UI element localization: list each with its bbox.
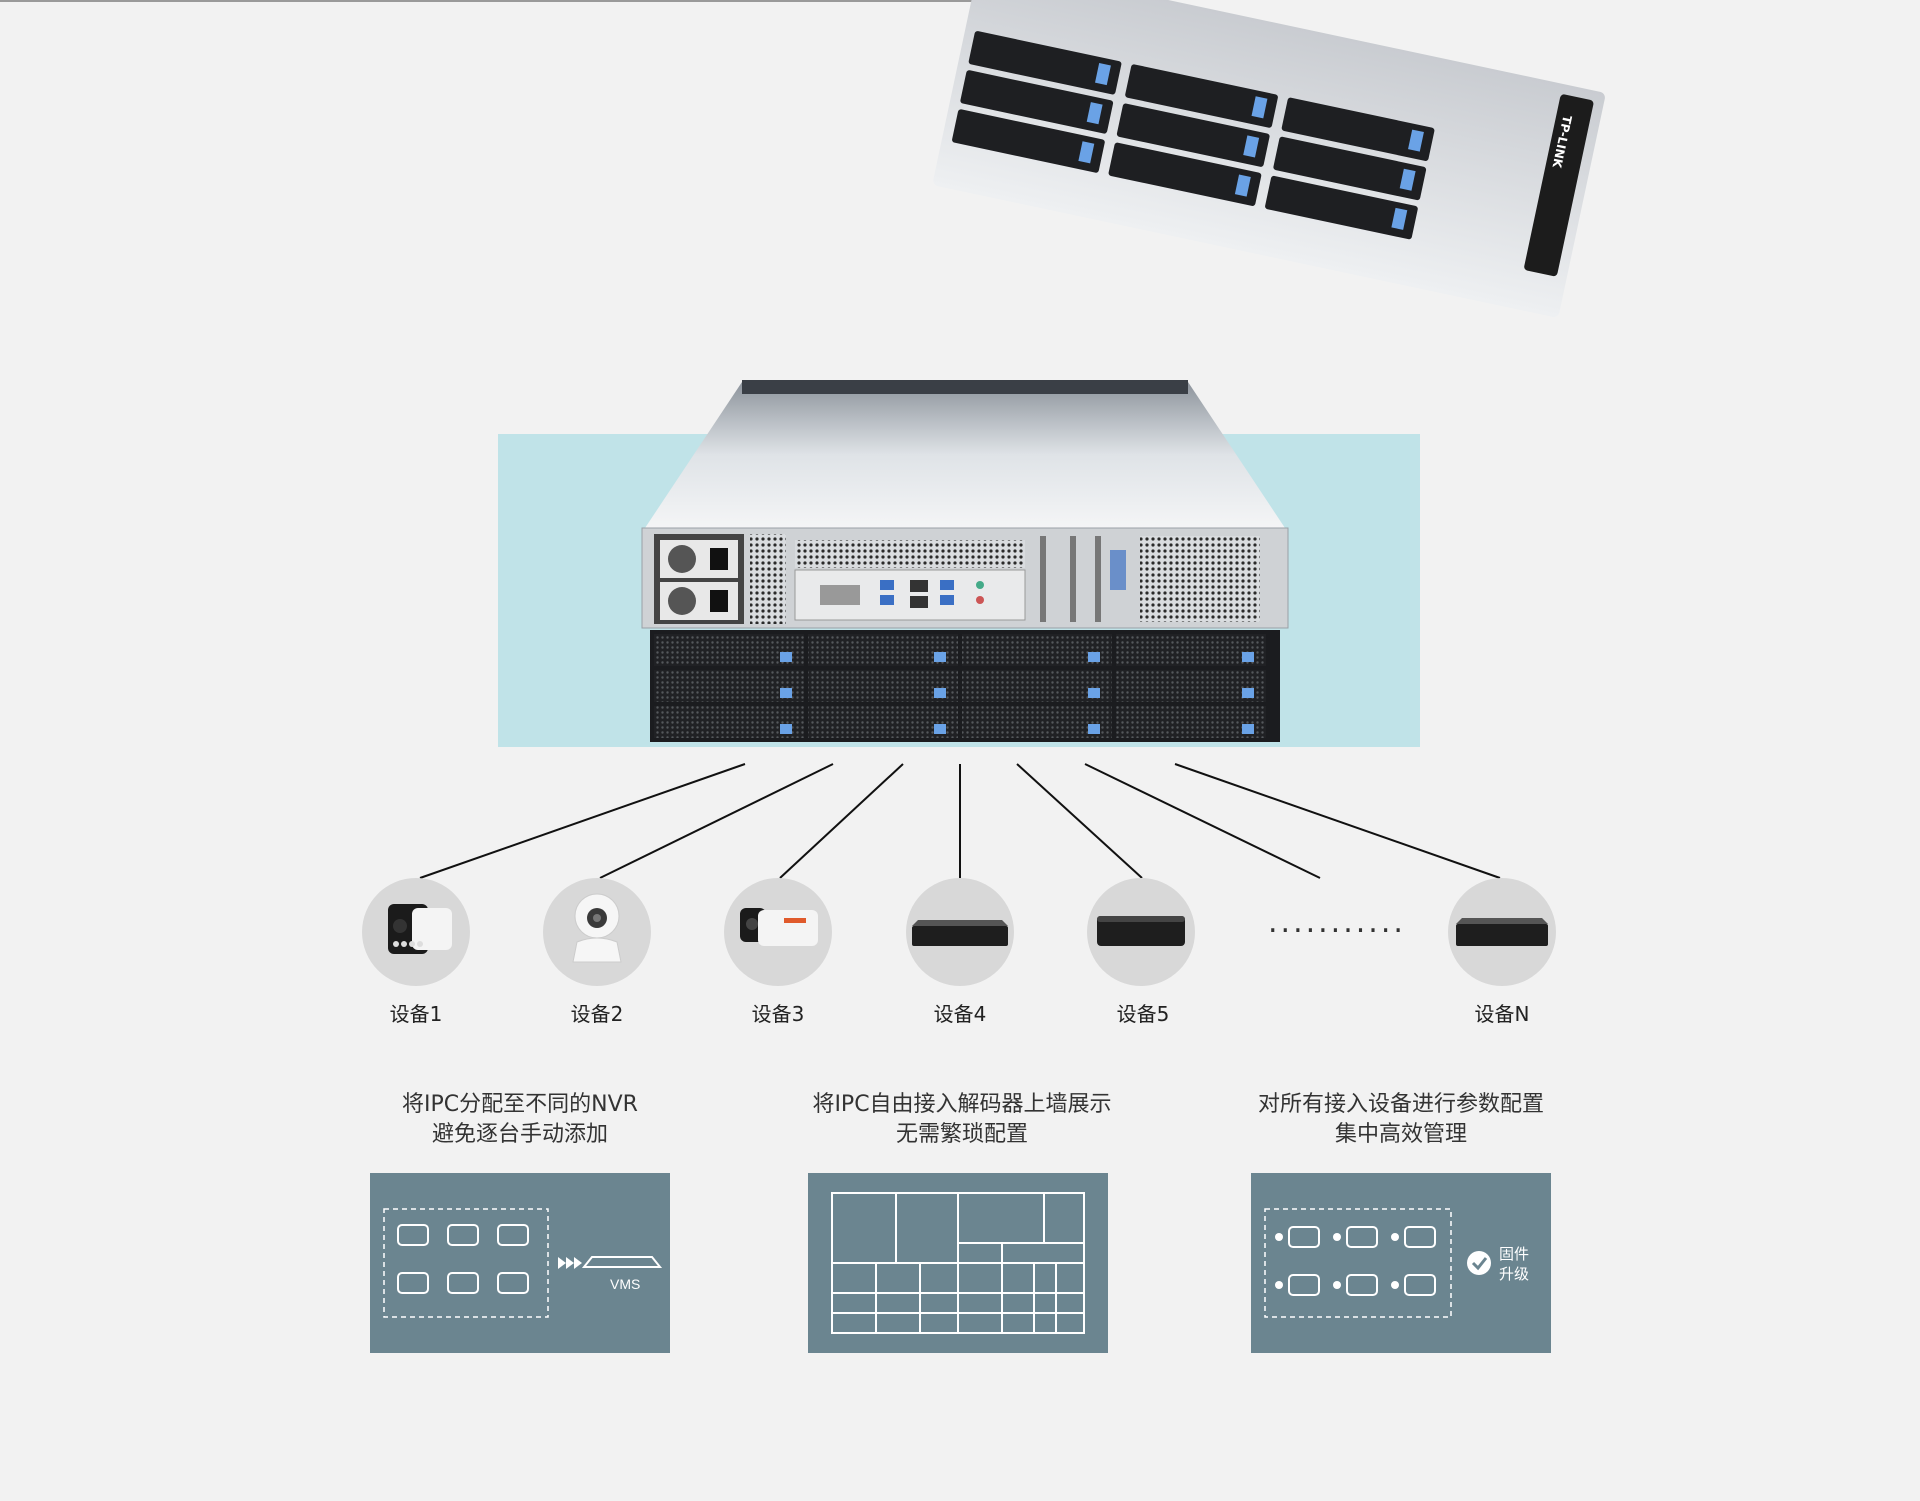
firmware-label: 固件 [1499, 1245, 1529, 1263]
vms-label: VMS [610, 1276, 640, 1292]
feature-1-description: 将IPC分配至不同的NVR 避免逐台手动添加 [310, 1090, 730, 1150]
device-label: 设备2 [570, 1002, 624, 1026]
device-5[interactable] [1087, 878, 1195, 986]
device-2[interactable] [543, 878, 651, 986]
feature-1-line1: 将IPC分配至不同的NVR [402, 1092, 638, 1117]
brand-logo: TP-LINK [1549, 114, 1575, 170]
device-label: 设备5 [1116, 1002, 1170, 1026]
feature-2-card [808, 1173, 1108, 1353]
bullet-camera-icon [388, 904, 452, 954]
device-label: 设备4 [933, 1002, 987, 1026]
feature-3-card: 固件 升级 [1251, 1173, 1551, 1353]
feature-3-line2: 集中高效管理 [1334, 1122, 1467, 1147]
feature-2-line1: 将IPC自由接入解码器上墙展示 [812, 1092, 1112, 1117]
nvr-box-icon [912, 920, 1008, 946]
nvr-box-icon [1456, 918, 1548, 946]
bullet-camera-icon [740, 908, 818, 946]
check-icon [1467, 1251, 1491, 1275]
feature-2-line2: 无需繁琐配置 [895, 1122, 1028, 1147]
device-label: 设备3 [751, 1002, 805, 1026]
device-label: 设备1 [389, 1002, 443, 1026]
device-n[interactable] [1448, 878, 1556, 986]
feature-1-card: VMS [370, 1173, 670, 1353]
small-box-icon [1097, 916, 1185, 946]
feature-3-description: 对所有接入设备进行参数配置 集中高效管理 [1191, 1090, 1611, 1150]
device-1[interactable] [362, 878, 470, 986]
feature-1-line2: 避免逐台手动添加 [431, 1122, 608, 1147]
top-divider [0, 0, 1000, 2]
video-wall-grid-icon [831, 1192, 1085, 1334]
feature-2-description: 将IPC自由接入解码器上墙展示 无需繁琐配置 [752, 1090, 1172, 1150]
server-front-image: TP-LINK [932, 0, 1607, 319]
firmware-upgrade-diagram: 固件 升级 [1264, 1208, 1529, 1318]
dome-camera-icon [572, 893, 622, 963]
device-3[interactable] [724, 878, 832, 986]
ipc-assignment-diagram: VMS [383, 1208, 663, 1318]
upgrade-label: 升级 [1499, 1265, 1529, 1283]
server-rear-image [641, 380, 1289, 742]
device-4[interactable] [906, 878, 1014, 986]
feature-3-line1: 对所有接入设备进行参数配置 [1257, 1092, 1544, 1117]
device-ellipsis: ........... [1268, 905, 1406, 940]
device-label: 设备N [1474, 1002, 1530, 1026]
